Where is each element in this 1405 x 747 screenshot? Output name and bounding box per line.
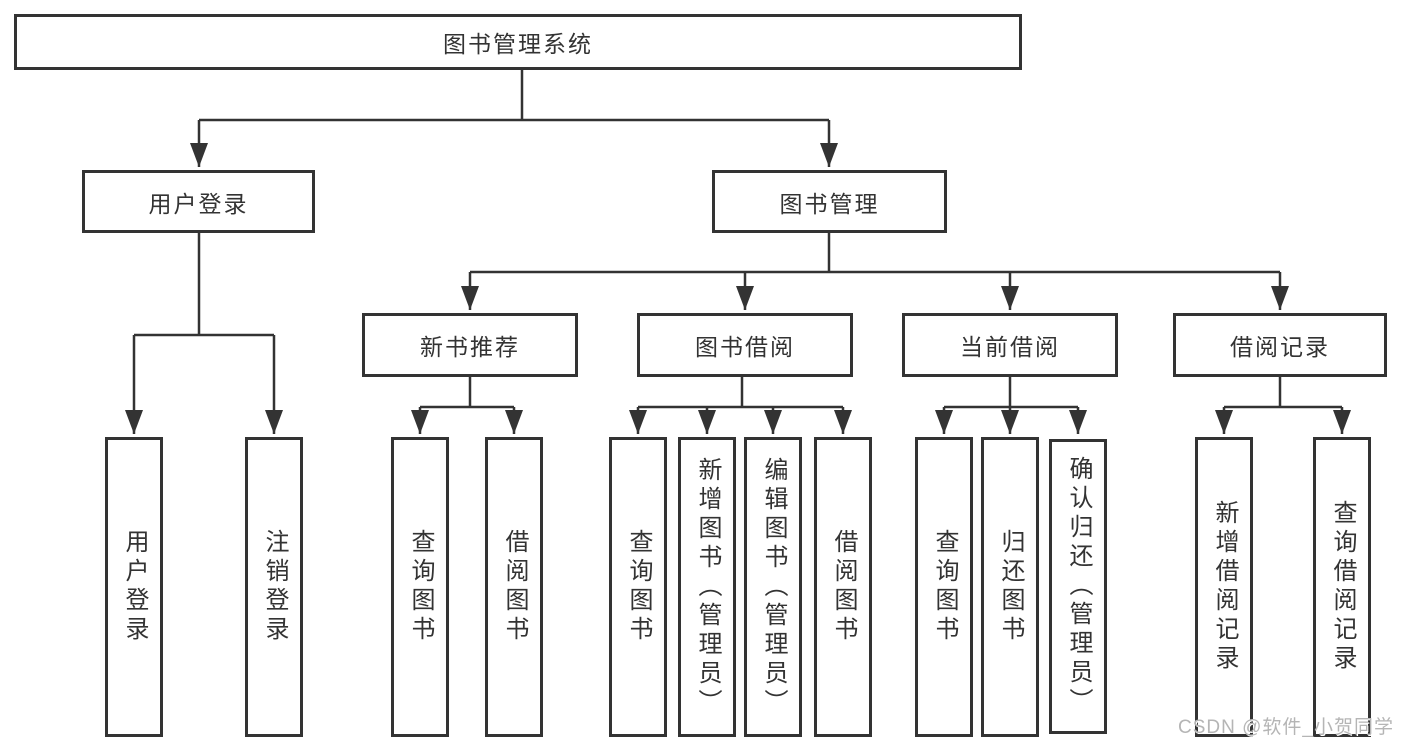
node-label: 新增借阅记录: [1211, 500, 1238, 674]
node-label: 用户登录: [121, 529, 148, 645]
node-label: 编辑图书（管理员）: [760, 456, 787, 718]
leaf-br-add-record: 新增借阅记录: [1195, 437, 1253, 737]
node-label: 新书推荐: [420, 334, 520, 360]
leaf-cb-return-book: 归还图书: [981, 437, 1039, 737]
leaf-bb-add-book-admin: 新增图书（管理员）: [678, 437, 736, 737]
node-label: 确认归还（管理员）: [1065, 456, 1092, 717]
node-label: 用户登录: [148, 190, 249, 217]
leaf-bb-query-book: 查询图书: [609, 437, 667, 737]
node-label: 查询图书: [931, 529, 958, 645]
node-label: 归还图书: [997, 529, 1024, 645]
node-label: 图书管理系统: [443, 31, 593, 57]
connector-book-borrow-split: [638, 377, 843, 409]
node-root-system: 图书管理系统: [14, 14, 1022, 70]
node-label: 查询图书: [625, 529, 652, 645]
leaf-cb-query-book: 查询图书: [915, 437, 973, 737]
leaf-br-query-record: 查询借阅记录: [1313, 437, 1371, 737]
connector-book-mgmt-split: [470, 233, 1280, 274]
connector-current-borrow-split: [944, 377, 1078, 409]
connector-new-book-split: [420, 377, 514, 409]
node-label: 新增图书（管理员）: [694, 456, 721, 718]
leaf-user-login: 用户登录: [105, 437, 163, 737]
node-current-borrow: 当前借阅: [902, 313, 1118, 377]
node-label: 借阅图书: [830, 529, 857, 645]
node-label: 注销登录: [261, 529, 288, 645]
node-label: 借阅图书: [501, 529, 528, 645]
node-borrow-record: 借阅记录: [1173, 313, 1387, 377]
leaf-cb-confirm-return-admin: 确认归还（管理员）: [1049, 439, 1107, 734]
node-new-book-recommend: 新书推荐: [362, 313, 578, 377]
node-user-login: 用户登录: [82, 170, 315, 233]
node-book-borrow: 图书借阅: [637, 313, 853, 377]
node-book-management: 图书管理: [712, 170, 947, 233]
leaf-logout: 注销登录: [245, 437, 303, 737]
node-label: 图书借阅: [695, 334, 795, 360]
node-label: 图书管理: [779, 190, 880, 217]
node-label: 查询借阅记录: [1329, 500, 1356, 674]
node-label: 查询图书: [407, 529, 434, 645]
node-label: 借阅记录: [1230, 334, 1330, 360]
node-label: 当前借阅: [960, 334, 1060, 360]
leaf-nb-borrow-book: 借阅图书: [485, 437, 543, 737]
connector-root-split: [199, 70, 829, 122]
leaf-bb-edit-book-admin: 编辑图书（管理员）: [744, 437, 802, 737]
csdn-watermark: CSDN @软件_小贺同学: [1178, 717, 1394, 738]
connector-borrow-record-split: [1224, 377, 1342, 409]
leaf-bb-borrow-book: 借阅图书: [814, 437, 872, 737]
leaf-nb-query-book: 查询图书: [391, 437, 449, 737]
connector-user-login-split: [134, 233, 274, 337]
